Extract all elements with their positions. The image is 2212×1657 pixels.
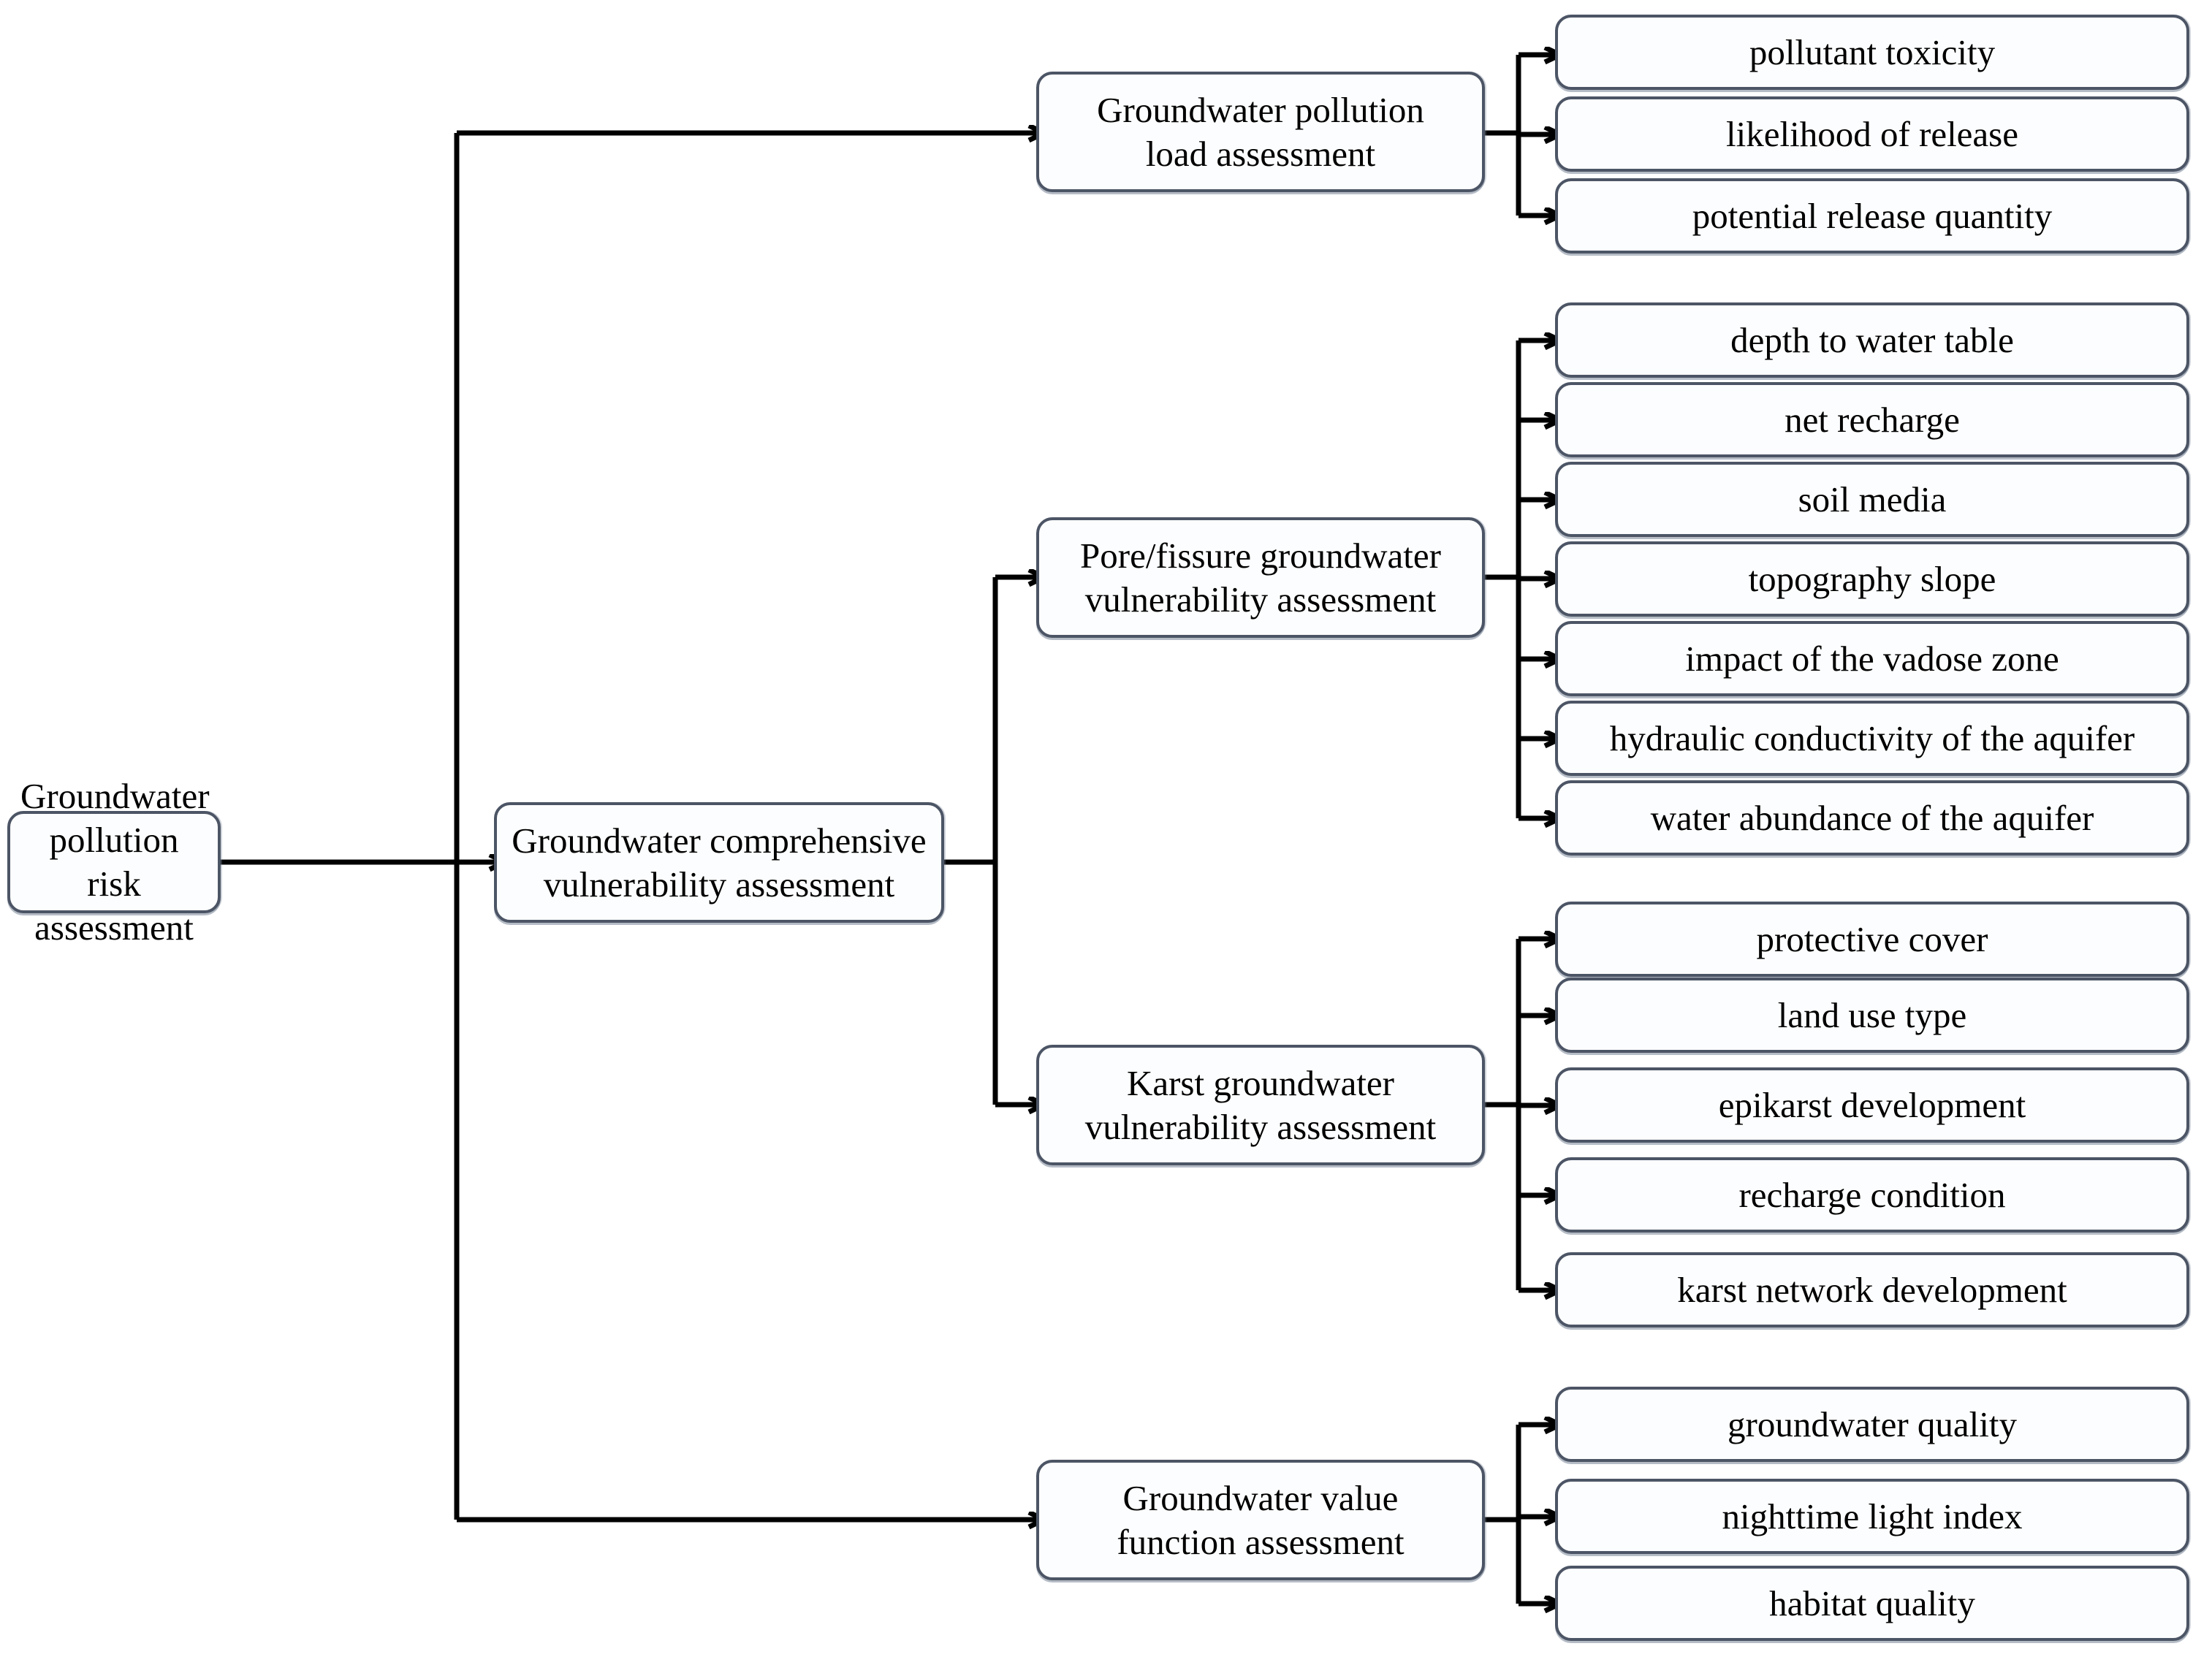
leaf-potential-release-quantity[interactable]: potential release quantity bbox=[1555, 178, 2189, 254]
leaf-soil-media[interactable]: soil media bbox=[1555, 462, 2189, 537]
leaf-label: topography slope bbox=[1748, 558, 1996, 599]
leaf-habitat-quality[interactable]: habitat quality bbox=[1555, 1566, 2189, 1641]
leaf-groundwater-quality[interactable]: groundwater quality bbox=[1555, 1387, 2189, 1462]
leaf-label: recharge condition bbox=[1738, 1174, 2006, 1215]
leaf-label: net recharge bbox=[1785, 399, 1960, 440]
leaf-label: epikarst development bbox=[1718, 1084, 2026, 1125]
leaf-epikarst-development[interactable]: epikarst development bbox=[1555, 1067, 2189, 1143]
leaf-label: potential release quantity bbox=[1692, 195, 2053, 236]
leaf-water-abundance-of-the-aquifer[interactable]: water abundance of the aquifer bbox=[1555, 780, 2189, 856]
leaf-recharge-condition[interactable]: recharge condition bbox=[1555, 1157, 2189, 1233]
leaf-label: impact of the vadose zone bbox=[1685, 638, 2059, 679]
leaf-protective-cover[interactable]: protective cover bbox=[1555, 902, 2189, 977]
leaf-karst-network-development[interactable]: karst network development bbox=[1555, 1252, 2189, 1327]
leaf-hydraulic-conductivity-of-the-aquifer[interactable]: hydraulic conductivity of the aquifer bbox=[1555, 701, 2189, 776]
leaf-likelihood-of-release[interactable]: likelihood of release bbox=[1555, 96, 2189, 172]
leaf-pollutant-toxicity[interactable]: pollutant toxicity bbox=[1555, 15, 2189, 90]
leaf-label: karst network development bbox=[1677, 1269, 2067, 1310]
leaf-label: habitat quality bbox=[1769, 1582, 1975, 1623]
leaf-label: depth to water table bbox=[1730, 319, 2014, 360]
leaf-depth-to-water-table[interactable]: depth to water table bbox=[1555, 302, 2189, 378]
leaf-label: nighttime light index bbox=[1722, 1496, 2023, 1536]
leaf-label: likelihood of release bbox=[1725, 113, 2018, 154]
leaf-land-use-type[interactable]: land use type bbox=[1555, 978, 2189, 1053]
leaf-label: pollutant toxicity bbox=[1749, 31, 1996, 72]
leaf-impact-of-the-vadose-zone[interactable]: impact of the vadose zone bbox=[1555, 621, 2189, 696]
leaf-label: land use type bbox=[1777, 994, 1967, 1035]
leaf-net-recharge[interactable]: net recharge bbox=[1555, 382, 2189, 457]
leaf-label: soil media bbox=[1798, 479, 1947, 519]
leaf-label: groundwater quality bbox=[1728, 1403, 2017, 1444]
leaf-label: protective cover bbox=[1756, 918, 1988, 959]
leaf-topography-slope[interactable]: topography slope bbox=[1555, 541, 2189, 617]
leaf-label: water abundance of the aquifer bbox=[1650, 797, 2094, 838]
leaf-label: hydraulic conductivity of the aquifer bbox=[1609, 717, 2135, 758]
leaf-nighttime-light-index[interactable]: nighttime light index bbox=[1555, 1479, 2189, 1554]
